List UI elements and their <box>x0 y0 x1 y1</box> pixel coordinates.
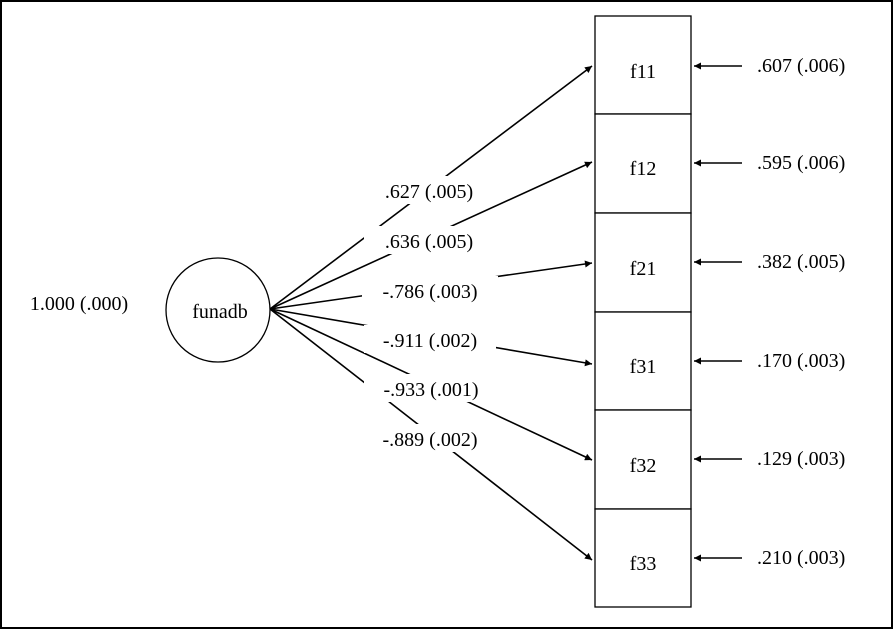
indicator-box-f31 <box>594 311 692 411</box>
indicator-box-f12 <box>594 113 692 214</box>
loading-label-f33: -.889 (.002) <box>383 429 478 451</box>
indicator-box-f11 <box>594 15 692 115</box>
indicator-box-f21 <box>594 212 692 313</box>
indicator-name-f12: f12 <box>630 158 657 180</box>
loading-label-f11: .627 (.005) <box>385 181 473 203</box>
indicator-name-f31: f31 <box>630 356 657 378</box>
residual-label-f11: .607 (.006) <box>757 55 845 77</box>
loading-label-f12: .636 (.005) <box>385 231 473 253</box>
indicator-name-f11: f11 <box>630 61 656 83</box>
residual-label-f31: .170 (.003) <box>757 350 845 372</box>
residual-label-f32: .129 (.003) <box>757 448 845 470</box>
loading-labels: .627 (.005) .636 (.005) -.786 (.003) -.9… <box>362 176 498 452</box>
residual-arrows <box>694 62 742 562</box>
loading-arrows <box>269 65 593 561</box>
indicator-boxes: f11 f12 f21 f31 f32 f33 <box>594 15 692 608</box>
residual-label-f21: .382 (.005) <box>757 251 845 273</box>
indicator-name-f21: f21 <box>630 258 657 280</box>
latent-variance: 1.000 (.000) <box>30 293 128 315</box>
latent-name: funadb <box>192 301 248 323</box>
indicator-name-f33: f33 <box>630 553 657 575</box>
indicator-box-f32 <box>594 409 692 510</box>
residual-labels: .607 (.006) .595 (.006) .382 (.005) .170… <box>757 55 845 569</box>
residual-label-f12: .595 (.006) <box>757 152 845 174</box>
loading-label-f21: -.786 (.003) <box>383 281 478 303</box>
residual-label-f33: .210 (.003) <box>757 547 845 569</box>
loading-label-f31: -.911 (.002) <box>383 330 477 352</box>
indicator-box-f33 <box>594 508 692 608</box>
loading-label-f32: -.933 (.001) <box>384 379 479 401</box>
indicator-name-f32: f32 <box>630 455 657 477</box>
